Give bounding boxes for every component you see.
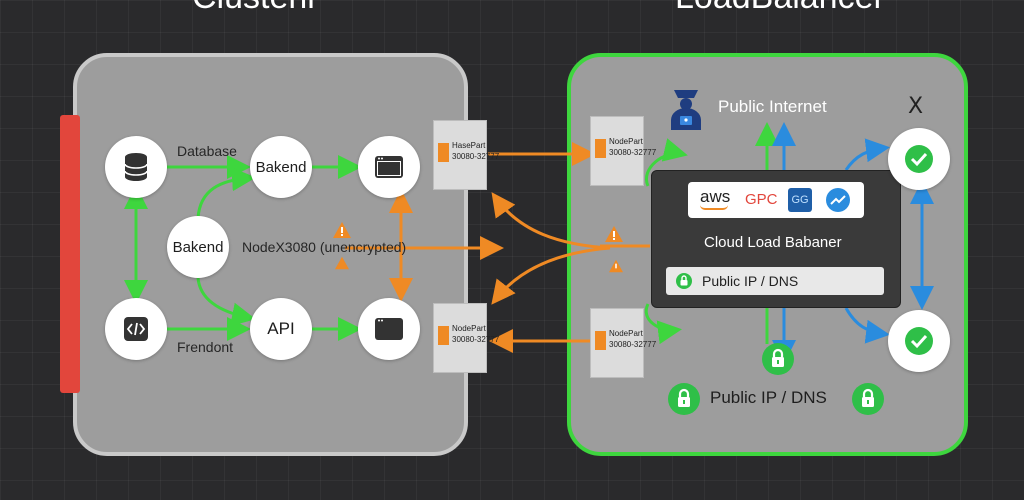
- lock-icon: [852, 383, 884, 415]
- cluster-accent-bar: [60, 115, 80, 393]
- link-lb-np-bottom: [644, 303, 682, 345]
- public-ip-bottom-label: Public IP / DNS: [710, 388, 827, 407]
- database-label: Database: [177, 143, 237, 159]
- public-internet-label: Public Internet: [718, 97, 827, 116]
- check-node-bottom[interactable]: [888, 310, 950, 372]
- backend-top-label: Bakend: [255, 158, 307, 176]
- nodeport-marker: [438, 326, 449, 345]
- frontend-node[interactable]: [105, 298, 167, 360]
- api-label: API: [267, 319, 295, 338]
- nodeport-warning-label: NodeX3080 (unencrypted): [242, 239, 407, 255]
- nodeport-title: NodePart: [452, 324, 486, 333]
- nodeport-box-cluster-bottom[interactable]: NodePart 30080-32777: [433, 303, 499, 373]
- nodeport-marker: [595, 139, 606, 158]
- cloud-lb-label: Cloud Load Babaner: [704, 234, 842, 251]
- browser-window-icon: [375, 318, 403, 340]
- nodeport-box-lb-top[interactable]: NodePart 30080-32777: [590, 116, 656, 186]
- nodeport-title: NodePart: [609, 137, 643, 146]
- warning-icon: [605, 226, 623, 242]
- link-backend-curve-bottom: [196, 277, 256, 327]
- link-curve-down: [491, 246, 611, 305]
- code-icon: [124, 317, 148, 341]
- nodeport-range: 30080-32777: [609, 340, 657, 349]
- hourglass-icon: X: [908, 94, 924, 119]
- gcp-icon: GG: [788, 188, 812, 212]
- check-icon: [905, 145, 933, 173]
- link-lb-check-bottom: [844, 307, 890, 344]
- link-lb-np-top: [645, 138, 688, 187]
- nodeport-box-lb-bottom[interactable]: NodePart 30080-32777: [590, 308, 656, 378]
- public-ip-bar-label: Public IP / DNS: [702, 273, 799, 289]
- cloud-trend-icon: [826, 188, 850, 212]
- nodeport-title: HasePart: [452, 141, 486, 150]
- backend-node-left[interactable]: Bakend: [167, 216, 229, 278]
- database-node[interactable]: [105, 136, 167, 198]
- nodeport-range: 30080-32777: [452, 335, 500, 344]
- gcp-logo: GPC: [745, 191, 778, 208]
- aws-logo: aws: [700, 187, 731, 206]
- loadbalancer-title: LoadBalancer: [675, 0, 885, 17]
- aws-smile: [700, 205, 728, 210]
- warning-icon: [609, 259, 623, 273]
- nodeport-box-cluster-top[interactable]: HasePart 30080-32777: [433, 120, 499, 190]
- link-backend-curve-top: [196, 167, 256, 219]
- lock-icon: [762, 343, 794, 375]
- warning-icon: [333, 222, 351, 238]
- check-node-top[interactable]: [888, 128, 950, 190]
- cluster-title: Clusterll: [192, 0, 315, 17]
- browser-node-bottom[interactable]: [358, 298, 420, 360]
- nodeport-marker: [595, 331, 606, 350]
- lock-icon: [676, 273, 692, 289]
- cloud-logos: aws GPC GG: [688, 182, 864, 218]
- nodeport-title: NodePart: [609, 329, 643, 338]
- nodeport-range: 30080-32777: [609, 148, 657, 157]
- warning-icon: [335, 256, 349, 270]
- public-ip-bar[interactable]: Public IP / DNS: [666, 267, 884, 295]
- browser-node-top[interactable]: [358, 136, 420, 198]
- database-icon: [124, 153, 148, 181]
- lock-icon: [668, 383, 700, 415]
- link-lb-check-top: [844, 138, 890, 171]
- api-node[interactable]: API: [250, 298, 312, 360]
- nodeport-range: 30080-32777: [452, 152, 500, 161]
- check-icon: [905, 327, 933, 355]
- frontend-label: Frendont: [177, 339, 234, 355]
- backend-left-label: Bakend: [172, 238, 224, 256]
- person-lock-icon: [671, 90, 701, 130]
- browser-window-icon: [375, 156, 403, 178]
- link-curve-up: [491, 192, 611, 250]
- nodeport-marker: [438, 143, 449, 162]
- backend-node-top[interactable]: Bakend: [250, 136, 312, 198]
